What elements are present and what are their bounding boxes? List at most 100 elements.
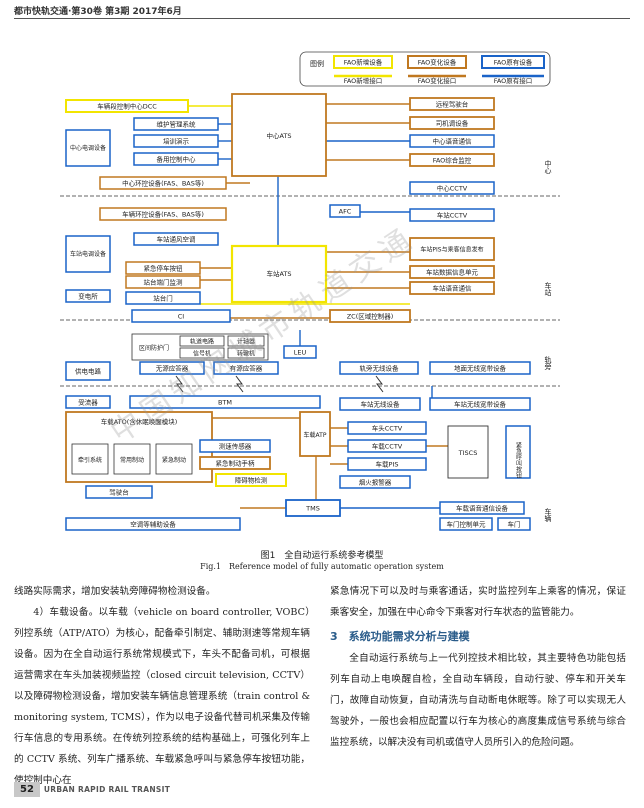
label-train-voice: 车载语音通信设备 (456, 504, 509, 513)
label-receiver: 受流器 (78, 398, 98, 407)
box-station-voice (409, 281, 495, 295)
label-speed-sensor: 测速传感器 (219, 442, 252, 451)
box-ventilation (133, 232, 219, 246)
label-emergency-call: 紧急呼叫按钮 (515, 441, 522, 479)
box-zc (329, 309, 411, 323)
box-backup (133, 152, 219, 166)
legend-new-interface: FAO新增接口 (344, 76, 383, 85)
box-train-cctv (347, 439, 427, 453)
box-regular-brake (113, 443, 151, 475)
label-onboard-wireless: 车站无线设备 (361, 400, 401, 409)
box-station-cctv (409, 208, 495, 222)
box-switch (227, 347, 265, 359)
label-remote: 远程驾驶台 (436, 100, 469, 109)
box-driver (409, 116, 495, 130)
box-emergency-call (505, 425, 531, 479)
label-onboard-wireless2: 车站无线宽带设备 (454, 400, 507, 409)
label-backup: 备用控制中心 (157, 155, 197, 164)
label-driver: 司机调设备 (436, 119, 469, 128)
box-estop (125, 261, 201, 275)
layer-label-track: 轨旁 (544, 355, 552, 371)
label-ventilation: 车站通风空调 (157, 235, 196, 244)
box-depot-env (99, 207, 227, 221)
page-number: 52 (14, 782, 40, 797)
box-emergency-handle (199, 456, 271, 470)
box-signal (179, 347, 225, 359)
label-zc: ZC(区域控制器) (347, 312, 394, 321)
label-onboard-ato: 车载ATO(含休眠唤醒模块) (101, 417, 178, 426)
label-station-voice: 车站语音通信 (433, 284, 473, 293)
label-afc: AFC (339, 208, 352, 216)
wireless-zigzag-3 (375, 375, 384, 393)
box-door-control (439, 517, 493, 531)
page-footer: 52 URBAN RAPID RAIL TRANSIT (14, 782, 170, 797)
label-station-cctv: 车站CCTV (437, 211, 468, 220)
label-emergency-brake: 紧急制动 (162, 456, 186, 464)
box-train-pis (347, 457, 427, 471)
center-layer: 车辆段控制中心DCC 维护管理系统 培训演示 备用控制中心 中心ATS 中心电调… (65, 93, 495, 195)
box-power-supply (65, 361, 111, 381)
box-active-balise (213, 361, 279, 375)
label-car-door: 车门 (508, 520, 521, 529)
label-leu: LEU (294, 349, 307, 357)
box-obstacle (215, 473, 287, 487)
label-passive-balise: 无源应答器 (156, 364, 189, 373)
box-platform-monitor (125, 275, 201, 289)
label-regular-brake: 常用制动 (120, 456, 144, 464)
box-axle (227, 335, 265, 347)
box-fire-alarm (339, 475, 411, 489)
label-btm: BTM (218, 399, 232, 407)
connectors (188, 103, 448, 509)
label-depot-env: 车辆环控设备(FAS、BAS等) (122, 210, 204, 219)
legend-changed-swatch (407, 55, 467, 69)
label-trackside-wireless: 轨旁无线设备 (360, 364, 400, 373)
box-station-power (65, 235, 111, 273)
track-layer: 区间防护门 轨道电路 计轴器 信号机 转辙机 LEU 供电电路 无源应答器 有源… (65, 333, 531, 393)
label-hvac: 空调等辅助设备 (130, 520, 176, 529)
box-head-cctv (347, 421, 427, 435)
label-active-balise: 有源应答器 (230, 364, 263, 373)
figure-caption-zh: 图1 全自动运行系统参考模型 (260, 551, 384, 561)
label-maint: 维护管理系统 (157, 120, 197, 129)
box-platform-door (125, 291, 201, 305)
box-data-unit (409, 265, 495, 279)
legend-changed-interface: FAO变化接口 (418, 76, 457, 85)
label-estop: 紧急停车按钮 (144, 264, 184, 273)
box-remote (409, 97, 495, 111)
box-tms (285, 499, 341, 517)
right-column: 紧急情况下可以及时与乘客通话，实时监控列车上乘客的情况，保证乘客安全，加强在中心… (330, 581, 626, 753)
label-axle: 计轴器 (237, 338, 255, 346)
label-platform-monitor: 站台端门监测 (144, 278, 184, 287)
legend-existing-interface: FAO原有接口 (494, 76, 533, 85)
box-hvac (65, 517, 241, 531)
label-center-ats: 中心ATS (266, 131, 291, 140)
station-layer: 车辆环控设备(FAS、BAS等) 车站通风空调 车站电调设备 紧急停车按钮 站台… (65, 204, 495, 323)
label-data-unit: 车站数据信息单元 (426, 268, 479, 277)
label-emergency-handle: 紧急制动手柄 (216, 459, 256, 468)
label-signal: 信号机 (193, 350, 211, 358)
box-onboard-atp (299, 411, 331, 457)
label-head-cctv: 车头CCTV (372, 424, 403, 433)
box-center-ats (231, 93, 327, 177)
header-rule (14, 18, 630, 19)
box-leu (283, 345, 317, 359)
box-ground-wireless (429, 361, 531, 375)
box-afc (329, 204, 361, 218)
layer-label-station: 车站 (544, 281, 552, 297)
label-center-power: 中心电调设备 (70, 144, 106, 152)
vehicle-layer: 受流器 BTM 车站无线设备 车站无线宽带设备 车载ATO(含休眠唤醒模块) 牵… (65, 395, 531, 531)
box-center-power (65, 129, 111, 167)
label-driver-console: 驾驶台 (109, 488, 129, 497)
legend-existing-device: FAO原有设备 (494, 58, 533, 67)
box-substation (65, 289, 111, 303)
label-center-cctv: 中心CCTV (437, 184, 468, 193)
label-fao: FAO综合监控 (433, 156, 472, 165)
box-ci (131, 309, 231, 323)
label-obstacle: 障碍物检测 (235, 476, 268, 485)
legend-title: 图例 (310, 59, 324, 68)
label-center-voice: 中心语音通信 (433, 137, 473, 146)
label-fire-alarm: 烟火报警器 (359, 478, 392, 487)
system-diagram: 图例 FAO新增设备 FAO变化设备 FAO原有设备 FAO新增接口 FAO变化… (60, 51, 560, 531)
right-paragraph-1: 紧急情况下可以及时与乘客通话，实时监控列车上乘客的情况，保证乘客安全，加强在中心… (330, 586, 626, 618)
box-maint (133, 117, 219, 131)
